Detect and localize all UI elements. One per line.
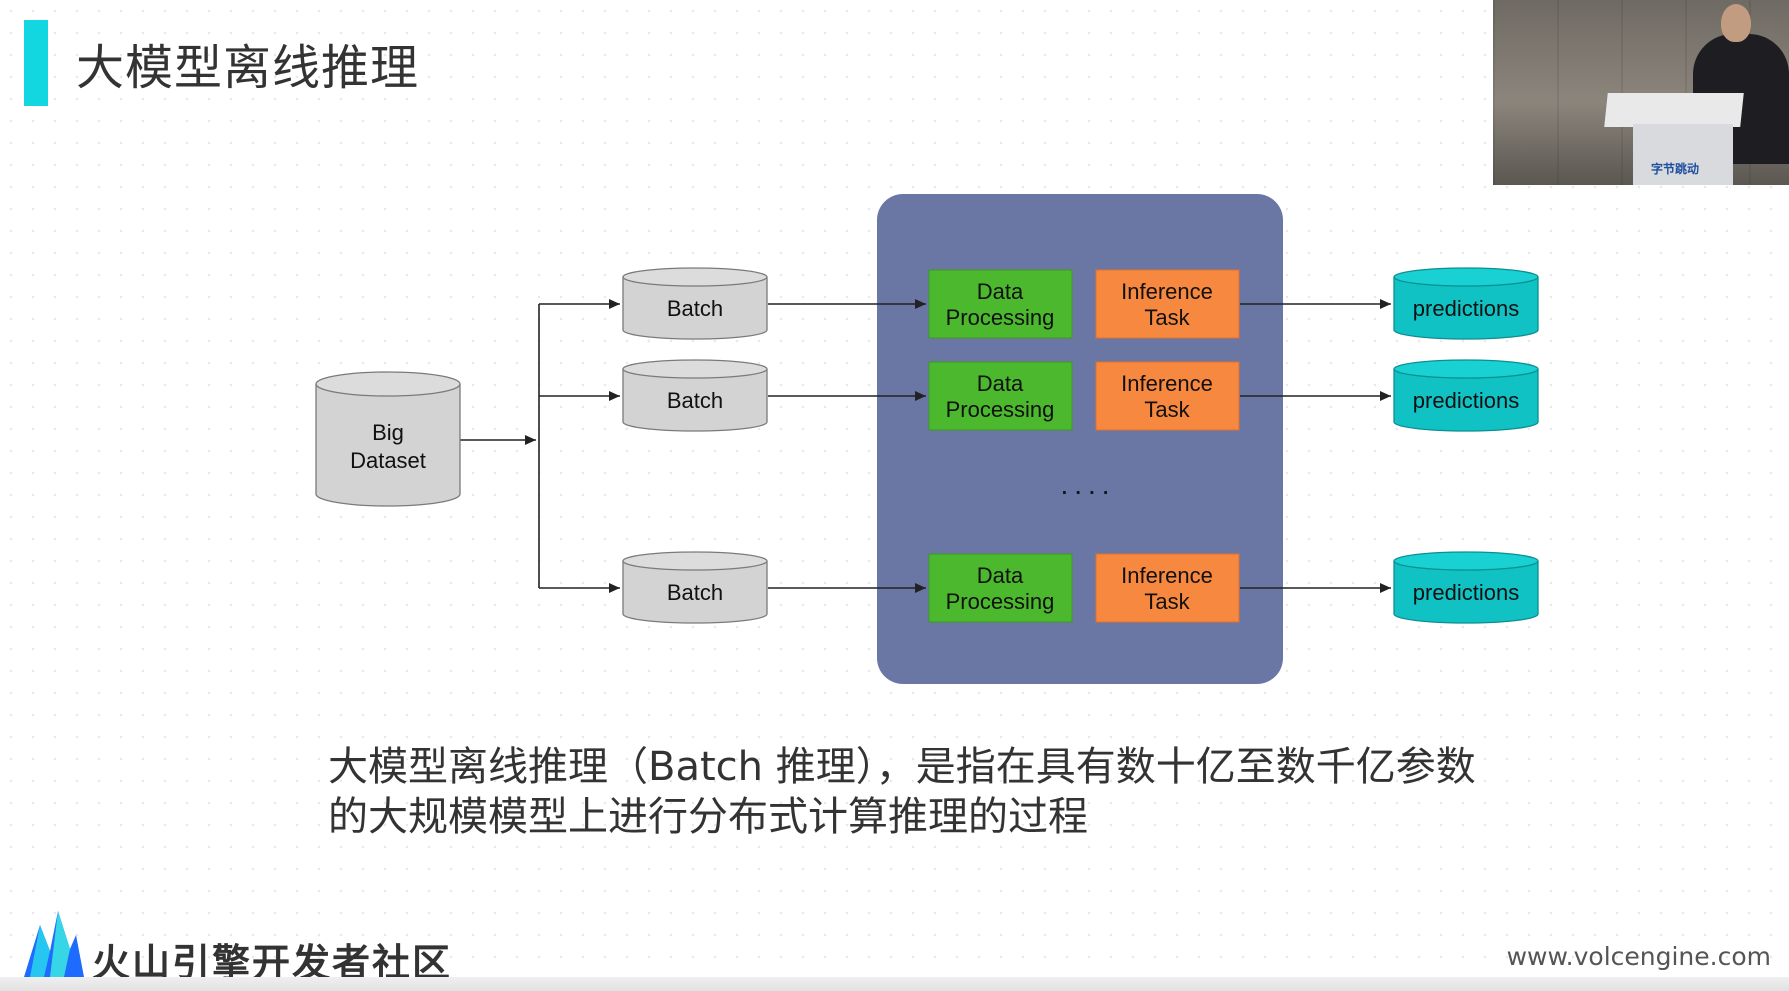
- svg-text:Processing: Processing: [946, 589, 1055, 614]
- data-processing-box: Data Processing: [928, 361, 1073, 431]
- speaker-video: 字节跳动: [1493, 0, 1789, 185]
- predictions-label: predictions: [1413, 580, 1519, 605]
- svg-text:Processing: Processing: [946, 305, 1055, 330]
- svg-text:Data: Data: [977, 279, 1024, 304]
- volcano-logo-icon: [24, 911, 84, 977]
- predictions-cylinder: predictions: [1393, 267, 1539, 340]
- svg-text:Task: Task: [1144, 305, 1190, 330]
- inference-task-box: Inference Task: [1095, 361, 1240, 431]
- slide-title: 大模型离线推理: [76, 40, 420, 96]
- dataset-label-line2: Dataset: [350, 448, 426, 473]
- predictions-label: predictions: [1413, 388, 1519, 413]
- svg-text:Data: Data: [977, 563, 1024, 588]
- ellipsis-label: ....: [1060, 469, 1115, 500]
- svg-text:Inference: Inference: [1121, 279, 1213, 304]
- dataset-label-line1: Big: [372, 420, 404, 445]
- big-dataset-cylinder: Big Dataset: [315, 371, 461, 507]
- batch-label: Batch: [667, 388, 723, 413]
- title-accent-bar: [24, 20, 48, 106]
- podium: [1633, 124, 1733, 185]
- inference-task-box: Inference Task: [1095, 269, 1240, 339]
- svg-text:Inference: Inference: [1121, 563, 1213, 588]
- data-processing-box: Data Processing: [928, 553, 1073, 623]
- caption-line-2: 的大规模模型上进行分布式计算推理的过程: [328, 794, 1088, 840]
- data-processing-box: Data Processing: [928, 269, 1073, 339]
- predictions-cylinder: predictions: [1393, 551, 1539, 624]
- batch-cylinder: Batch: [622, 359, 768, 432]
- batch-label: Batch: [667, 580, 723, 605]
- svg-text:Processing: Processing: [946, 397, 1055, 422]
- slide-caption: 大模型离线推理（Batch 推理），是指在具有数十亿至数千亿参数 的大规模模型上…: [328, 742, 1476, 842]
- svg-text:Task: Task: [1144, 397, 1190, 422]
- caption-line-1: 大模型离线推理（Batch 推理），是指在具有数十亿至数千亿参数: [328, 744, 1476, 790]
- bottom-strip: [0, 977, 1789, 991]
- inference-task-box: Inference Task: [1095, 553, 1240, 623]
- website-url: www.volcengine.com: [1506, 942, 1771, 971]
- speaker-head: [1721, 4, 1751, 42]
- svg-text:Task: Task: [1144, 589, 1190, 614]
- predictions-label: predictions: [1413, 296, 1519, 321]
- batch-cylinder: Batch: [622, 551, 768, 624]
- connectors: [460, 299, 1391, 593]
- predictions-cylinder: predictions: [1393, 359, 1539, 432]
- svg-text:Inference: Inference: [1121, 371, 1213, 396]
- batch-label: Batch: [667, 296, 723, 321]
- podium-logo: 字节跳动: [1651, 162, 1700, 176]
- batch-cylinder: Batch: [622, 267, 768, 340]
- svg-text:Data: Data: [977, 371, 1024, 396]
